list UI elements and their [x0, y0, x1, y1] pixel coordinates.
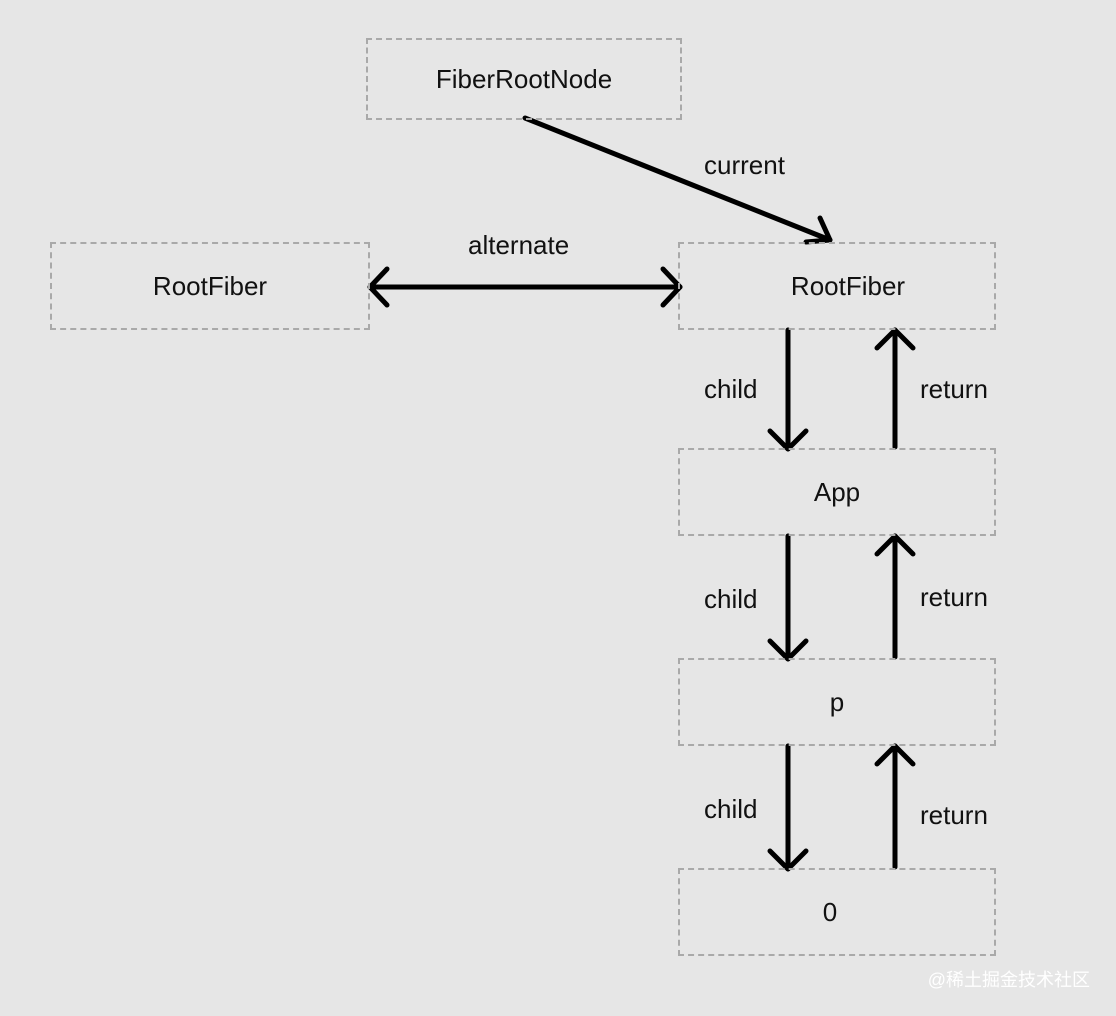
node-zero: 0	[678, 868, 996, 956]
node-root-fiber-right: RootFiber	[678, 242, 996, 330]
edge-label-child-3: child	[704, 794, 758, 824]
edge-label-return-3: return	[920, 800, 988, 830]
node-app: App	[678, 448, 996, 536]
edge-label-return-2: return	[920, 582, 988, 612]
node-label: FiberRootNode	[435, 63, 613, 94]
return-arrowhead-1	[874, 327, 916, 351]
current-arrow	[522, 115, 833, 243]
edge-label-alternate: alternate	[468, 230, 570, 260]
edge-label-child-1: child	[704, 374, 758, 404]
alternate-arrowhead-left	[367, 266, 390, 308]
node-fiber-root-node: FiberRootNode	[366, 38, 682, 120]
node-label: 0	[822, 896, 838, 927]
node-p: p	[678, 658, 996, 746]
edge-label-return-1: return	[920, 374, 988, 404]
node-label: App	[813, 476, 861, 507]
return-arrowhead-3	[874, 743, 916, 767]
node-label: RootFiber	[152, 270, 268, 301]
edge-label-current: current	[704, 150, 785, 180]
return-arrowhead-2	[874, 533, 916, 557]
node-root-fiber-left: RootFiber	[50, 242, 370, 330]
edge-label-child-2: child	[704, 584, 758, 614]
node-label: p	[829, 686, 845, 717]
node-label: RootFiber	[790, 270, 906, 301]
alternate-arrowhead-right	[660, 266, 683, 308]
current-arrowhead	[803, 215, 833, 245]
watermark: @稀土掘金技术社区	[927, 970, 1090, 990]
